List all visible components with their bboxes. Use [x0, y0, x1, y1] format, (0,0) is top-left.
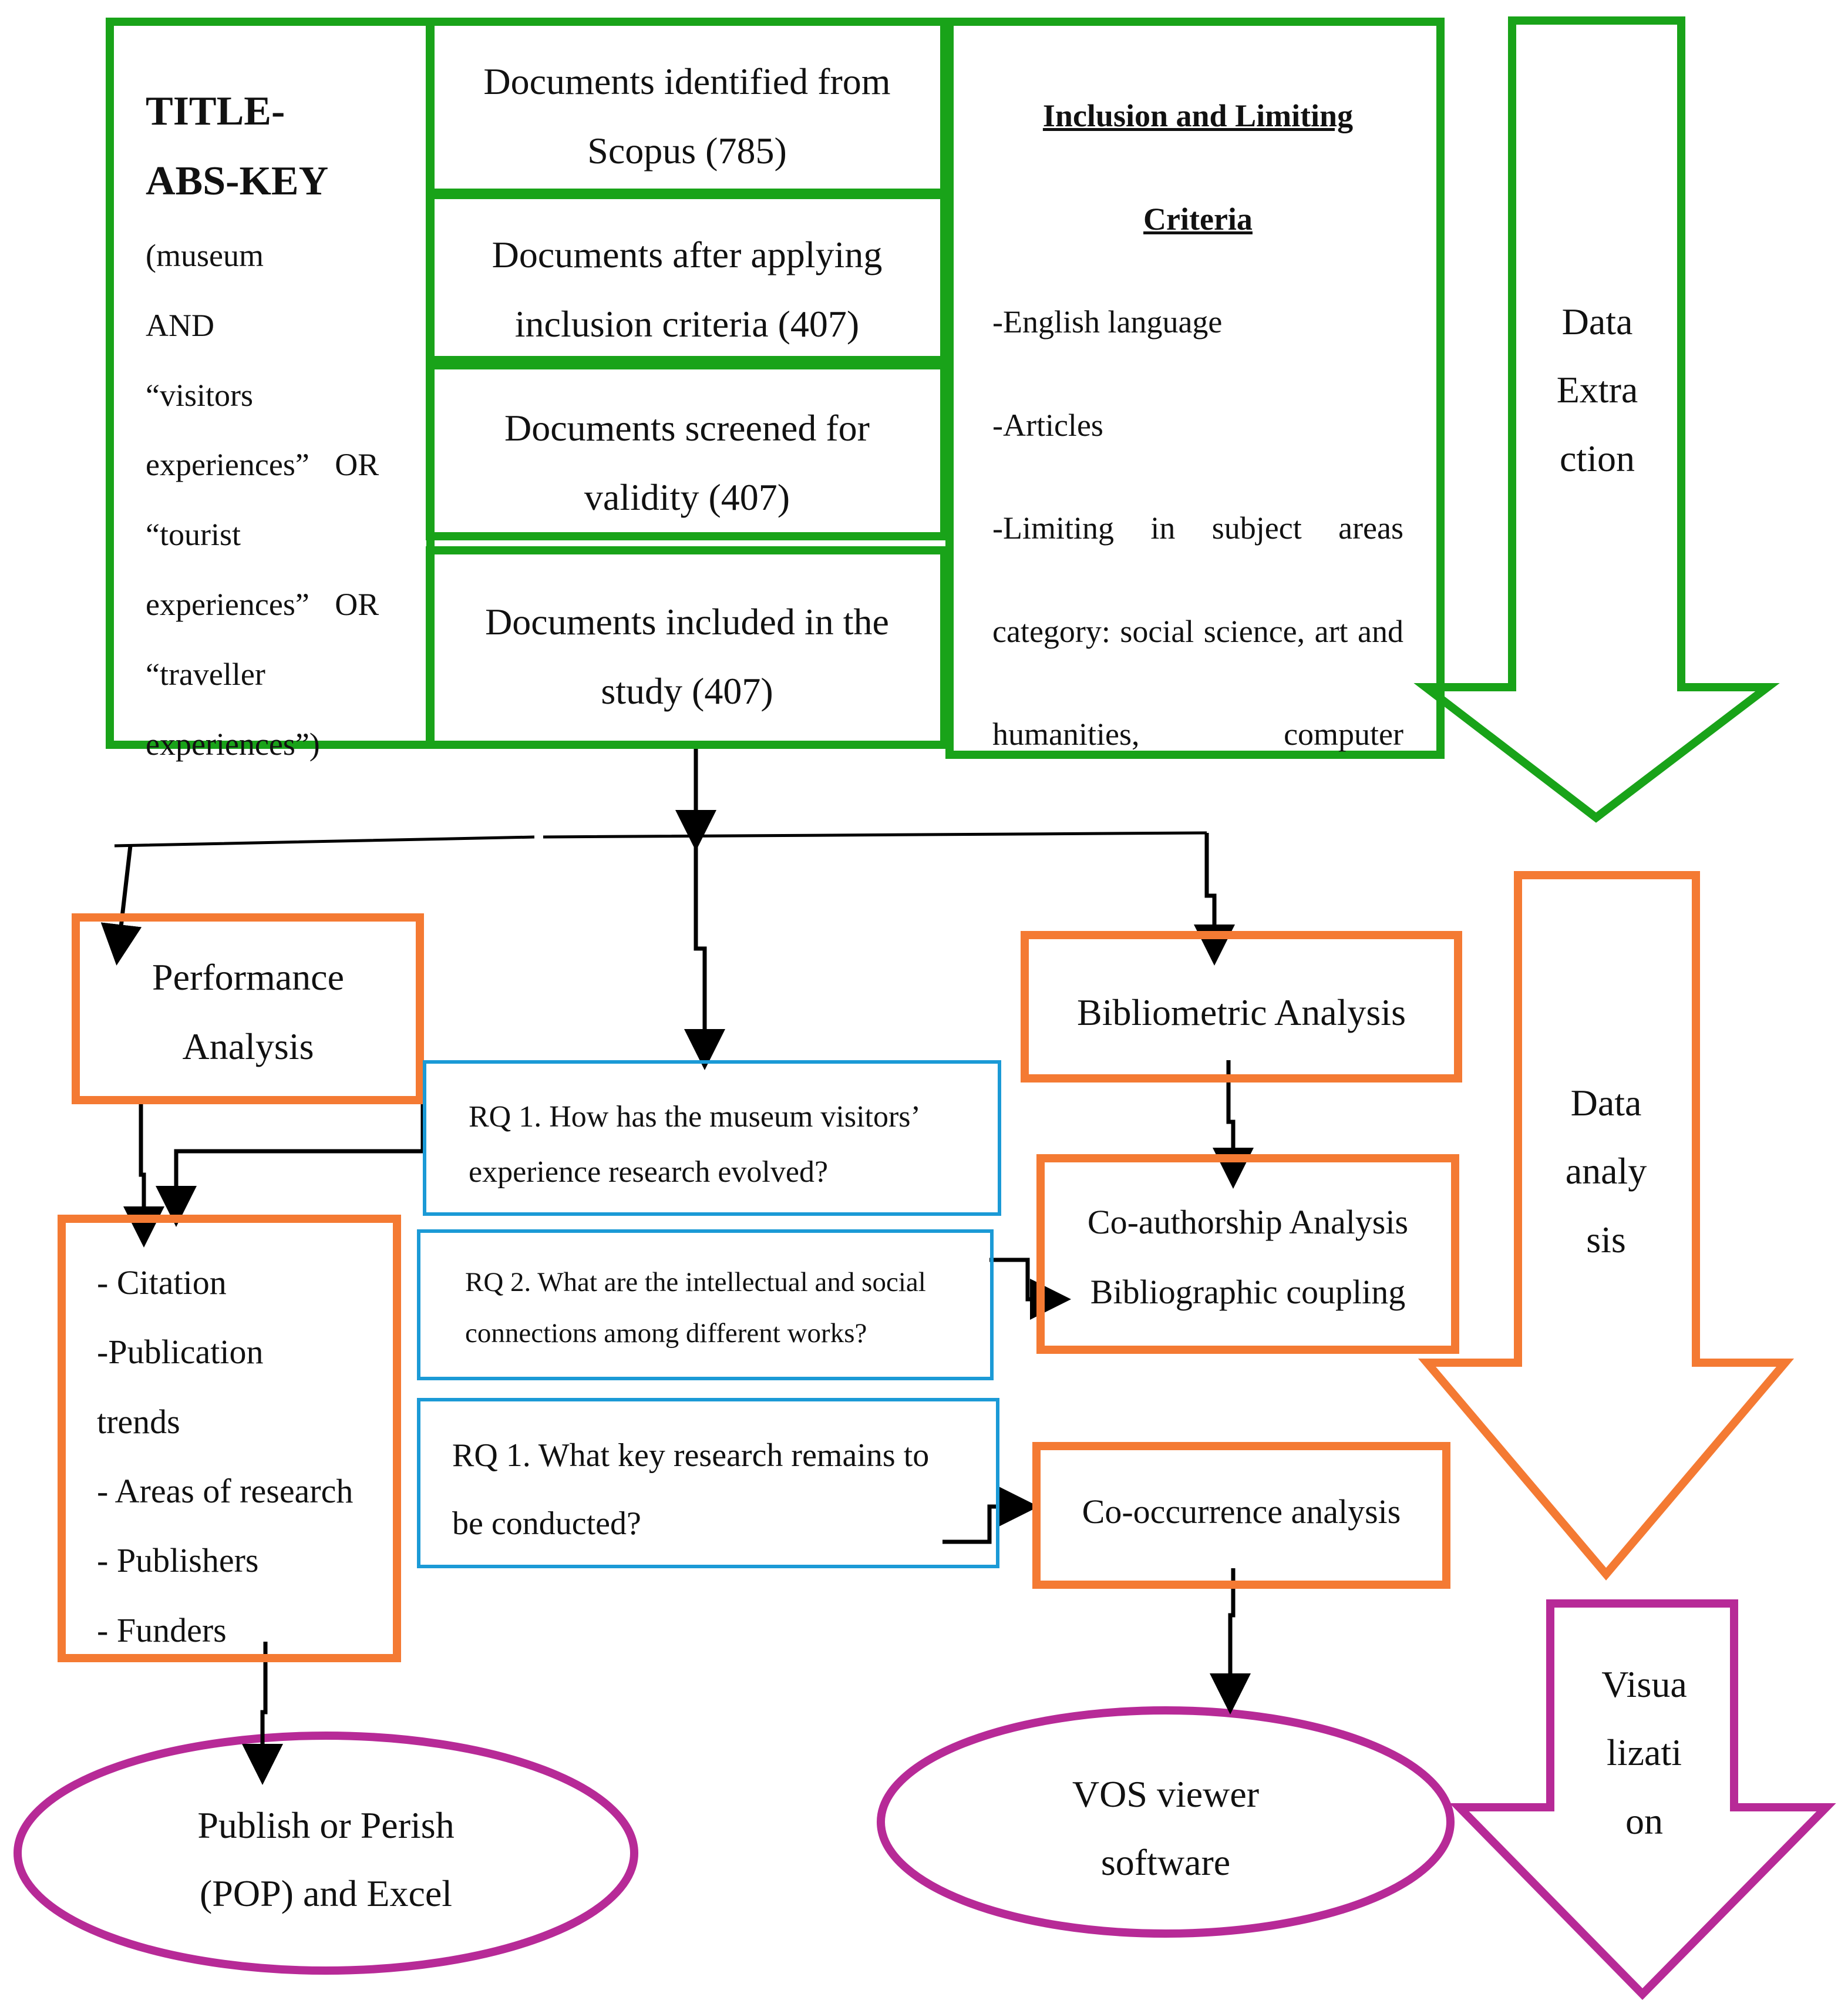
vosviewer-ellipse — [877, 1706, 1455, 1938]
connector-branch-line — [114, 831, 1207, 848]
rq-line: RQ 1. What key research remains to — [452, 1437, 930, 1474]
performance-metrics-list: - Citation -Publication trends - Areas o… — [97, 1248, 391, 1665]
step-inclusion-text: Documents after applying inclusion crite… — [435, 220, 940, 359]
step-line: study (407) — [601, 670, 773, 712]
rq-line: experience research evolved? — [469, 1155, 829, 1189]
criteria-heading-line1: Inclusion and Limiting — [1042, 98, 1354, 133]
coauthorship-box — [1036, 1154, 1459, 1354]
coauthorship-text: Co-authorship Analysis Bibliographic cou… — [1042, 1188, 1453, 1327]
metric-item: - Funders — [97, 1611, 227, 1649]
criteria-item: -English language — [992, 304, 1223, 339]
performance-title-line: Analysis — [182, 1026, 314, 1068]
stage-line: Data — [1570, 1082, 1642, 1124]
vos-line: software — [1100, 1841, 1231, 1884]
stage-line: ction — [1560, 437, 1635, 479]
performance-analysis-title: Performance Analysis — [76, 943, 420, 1082]
coauthorship-line: Bibliographic coupling — [1090, 1272, 1406, 1311]
rq3-text: RQ 1. What key research remains to be co… — [452, 1421, 987, 1558]
coauthorship-line: Co-authorship Analysis — [1087, 1203, 1409, 1241]
step-included-text: Documents included in the study (407) — [435, 587, 940, 727]
data-extraction-block-arrow — [1413, 16, 1780, 823]
query-line: (museum AND — [146, 238, 264, 343]
pop-excel-label: Publish or Perish (POP) and Excel — [88, 1791, 564, 1928]
data-analysis-block-arrow — [1418, 871, 1795, 1581]
bibliometric-analysis-title: Bibliometric Analysis — [1077, 991, 1406, 1033]
stage-line: Extra — [1556, 369, 1638, 411]
performance-title-line: Performance — [152, 956, 344, 998]
visualization-label: Visua lizati on — [1559, 1650, 1729, 1855]
query-title-line1: TITLE- — [146, 89, 285, 134]
rq2-text: RQ 2. What are the intellectual and soci… — [465, 1257, 982, 1359]
connector-rq2-to-coauthor — [989, 1258, 1071, 1320]
query-line: “tourist — [146, 517, 241, 553]
performance-analysis-box — [72, 913, 424, 1104]
connector-to-rq1 — [684, 843, 725, 1070]
vosviewer-label: VOS viewer software — [940, 1760, 1392, 1897]
rq2-box — [417, 1229, 994, 1380]
query-line: experiences” OR — [146, 447, 379, 483]
performance-metrics-box — [58, 1215, 401, 1662]
step-line: inclusion criteria (407) — [514, 303, 860, 345]
step-identified-text: Documents identified from Scopus (785) — [435, 47, 940, 186]
rq1-box — [423, 1060, 1001, 1216]
search-query-text: TITLE- ABS-KEY (museum AND “visitors exp… — [146, 76, 398, 779]
criteria-item: -Articles — [992, 407, 1103, 443]
metric-item: -Publication — [97, 1333, 264, 1371]
step-line: Scopus (785) — [587, 130, 787, 172]
query-line: experiences”) — [146, 726, 320, 762]
step-included-box — [426, 546, 948, 749]
rq-line: connections among different works? — [465, 1317, 867, 1349]
metric-item: - Publishers — [97, 1541, 259, 1580]
connectors — [100, 743, 1254, 1785]
criteria-item: -Limiting in subject areas category: soc… — [992, 510, 1403, 752]
rq1-text: RQ 1. How has the museum visitors’ exper… — [469, 1090, 985, 1199]
connector-bibliometric-to-coauthor — [1213, 1060, 1254, 1189]
query-line: “traveller — [146, 656, 265, 692]
connector-list-to-pop — [242, 1642, 283, 1785]
criteria-heading-line2: Criteria — [1143, 201, 1253, 237]
query-line: “visitors — [146, 377, 253, 413]
stage-line: analy — [1565, 1150, 1647, 1192]
rq-line: RQ 2. What are the intellectual and soci… — [465, 1267, 926, 1297]
vos-line: VOS viewer — [1072, 1773, 1260, 1815]
step-line: validity (407) — [584, 476, 790, 519]
rq-line: be conducted? — [452, 1505, 641, 1542]
visualization-block-arrow — [1449, 1599, 1836, 2000]
connector-to-bibliometric — [1194, 833, 1235, 966]
step-line: Documents included in the — [485, 601, 889, 643]
criteria-text: Inclusion and Limiting Criteria -English… — [992, 65, 1403, 788]
pop-excel-ellipse — [14, 1732, 638, 1975]
rq3-box — [417, 1398, 999, 1568]
stage-line: lizati — [1607, 1732, 1682, 1774]
bibliometric-analysis-box — [1021, 931, 1462, 1082]
pop-line: (POP) and Excel — [199, 1872, 453, 1915]
stage-line: Visua — [1601, 1663, 1687, 1705]
stage-line: on — [1625, 1800, 1663, 1842]
connector-performance-to-list — [123, 1104, 164, 1248]
query-title-line2: ABS-KEY — [146, 159, 329, 204]
query-line: experiences” OR — [146, 586, 379, 622]
pop-line: Publish or Perish — [197, 1804, 455, 1846]
data-analysis-label: Data analy sis — [1527, 1069, 1685, 1274]
metric-item: - Areas of research — [97, 1471, 354, 1510]
step-line: Documents after applying — [492, 234, 883, 275]
stage-line: Data — [1561, 301, 1633, 342]
cooccurrence-text: Co-occurrence analysis — [1082, 1492, 1401, 1531]
data-extraction-label: Data Extra ction — [1518, 288, 1677, 493]
cooccurrence-box — [1032, 1442, 1450, 1589]
step-line: Documents identified from — [483, 60, 891, 102]
metric-item: - Citation — [97, 1263, 227, 1302]
criteria-box — [945, 18, 1445, 759]
connector-to-performance — [100, 845, 142, 966]
stage-line: sis — [1586, 1218, 1626, 1260]
connector-cooccurrence-to-vos — [1210, 1568, 1251, 1714]
step-line: Documents screened for — [504, 407, 870, 449]
rq-line: RQ 1. How has the museum visitors’ — [469, 1100, 921, 1134]
metric-item: trends — [97, 1402, 180, 1441]
connector-rq3-to-cooccurrence — [942, 1486, 1039, 1544]
step-screened-text: Documents screened for validity (407) — [435, 394, 940, 533]
